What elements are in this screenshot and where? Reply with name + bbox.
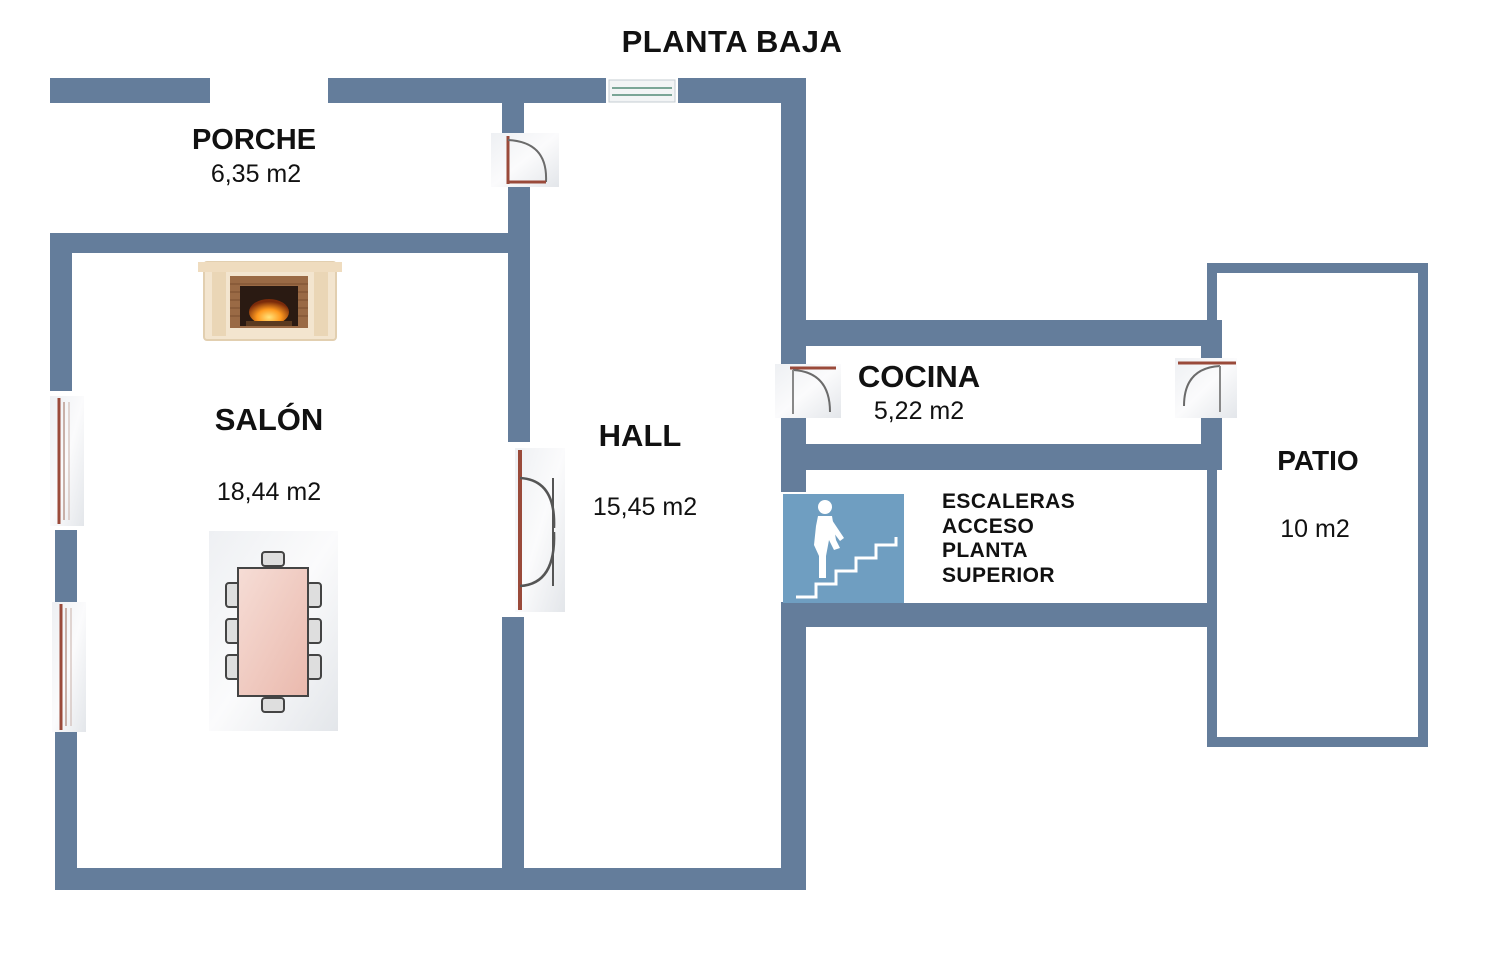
wall-salon-hall-lower [502, 617, 524, 870]
walls [50, 78, 1222, 890]
wall-top-porch-right [328, 78, 506, 103]
door-kitchen-patio[interactable] [1175, 358, 1237, 418]
wall-salon-left-3 [55, 732, 77, 890]
person-climbing-stairs-icon [783, 494, 904, 603]
wall-porch-salon [50, 233, 508, 253]
plan-title: PLANTA BAJA [621, 24, 843, 59]
wall-hall-right-lower [781, 602, 806, 890]
wall-salon-left-1 [50, 233, 72, 391]
double-door-salon-hall[interactable] [515, 448, 565, 612]
wall-hall-right-upper [781, 78, 806, 368]
door-porch-hall[interactable] [491, 133, 559, 187]
room-name-cocina: COCINA [857, 359, 981, 394]
stairs-label-line: PLANTA [942, 539, 1029, 562]
wall-porch-hall-lower [508, 186, 530, 442]
room-name-salon: SALÓN [214, 402, 324, 437]
wall-hall-right-middle [781, 418, 806, 492]
patio-outline [1207, 263, 1428, 747]
room-area-salon: 18,44 m2 [216, 478, 322, 506]
wall-kitchen-top [806, 320, 1222, 346]
room-area-hall: 15,45 m2 [592, 493, 698, 521]
window-top [608, 79, 676, 103]
room-area-patio: 10 m2 [1280, 515, 1350, 543]
window-salon-lower [52, 602, 86, 732]
fireplace-icon [198, 261, 342, 341]
room-area-porche: 6,35 m2 [210, 160, 302, 188]
stairs-label-line: ACCESO [942, 514, 1035, 538]
wall-kitchen-bottom [806, 444, 1222, 470]
room-name-hall: HALL [598, 418, 682, 453]
wall-top-porch-left [50, 78, 210, 103]
stairs-label-line: ESCALERAS [942, 490, 1076, 513]
wall-bottom [55, 868, 806, 890]
door-hall-kitchen[interactable] [775, 364, 841, 418]
wall-porch-hall-upper [502, 78, 524, 136]
room-name-patio: PATIO [1277, 445, 1359, 476]
wall-salon-left-2 [55, 530, 77, 602]
stairs-label-line: SUPERIOR [942, 563, 1055, 587]
room-name-porche: PORCHE [191, 124, 317, 156]
stairs-label: ESCALERAS ACCESO PLANTA SUPERIOR [942, 490, 1075, 588]
wall-stairs-bottom [806, 603, 1208, 627]
room-area-cocina: 5,22 m2 [873, 397, 965, 425]
window-salon-upper [50, 396, 84, 526]
dining-table-icon [209, 531, 338, 731]
